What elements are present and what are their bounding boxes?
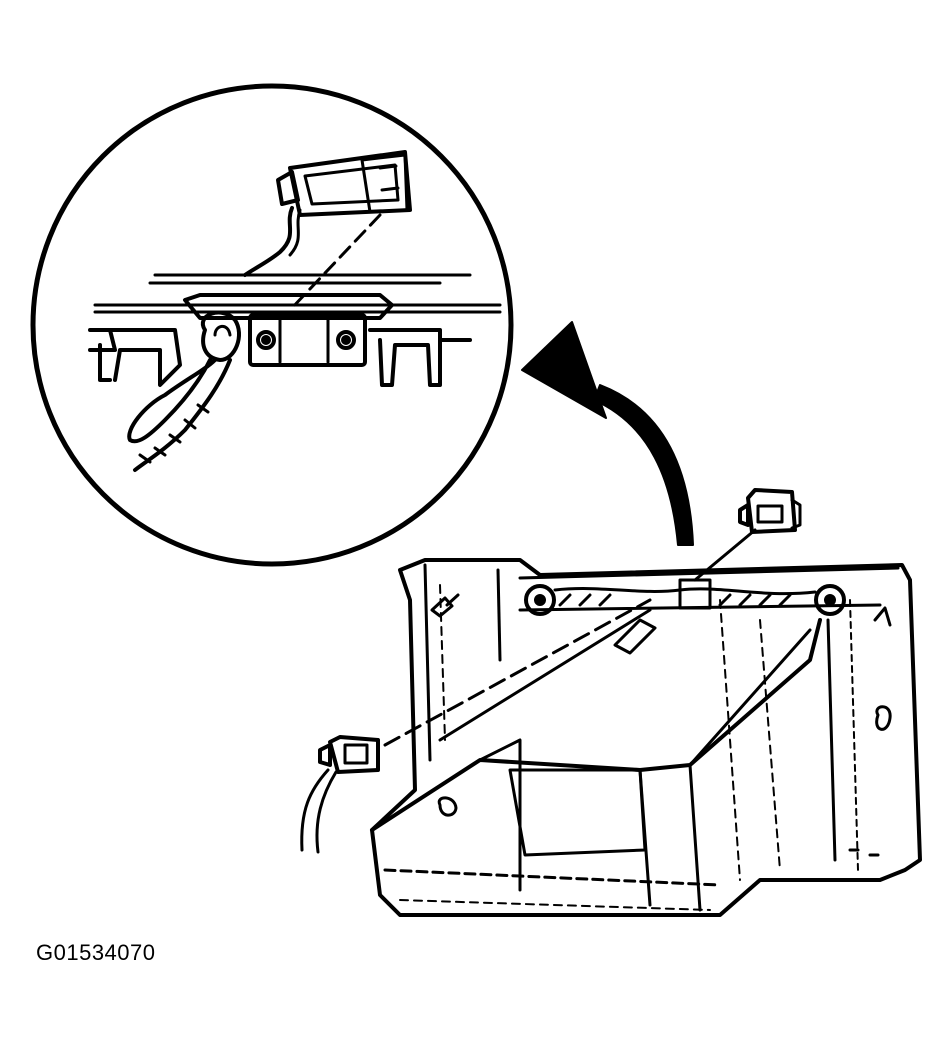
- detail-clip: [248, 313, 367, 367]
- detail-wire-top-2: [288, 208, 302, 257]
- electrical-connector-wired: [300, 735, 380, 854]
- arrow-head: [521, 321, 607, 419]
- detail-harness: [127, 310, 241, 472]
- detail-connector-top: [276, 150, 412, 217]
- assembly-leaders: [383, 528, 757, 747]
- detail-view: [30, 83, 514, 567]
- detail-rails: [93, 273, 502, 314]
- detail-bracket: [88, 293, 472, 387]
- detail-circle-outline: [30, 83, 514, 567]
- detail-wire-top: [243, 206, 294, 277]
- figure-id-label: G01534070: [36, 940, 156, 965]
- glove-box-assembly: [370, 558, 922, 917]
- curved-pointer-arrow: [521, 321, 694, 546]
- electrical-connector: [738, 488, 802, 534]
